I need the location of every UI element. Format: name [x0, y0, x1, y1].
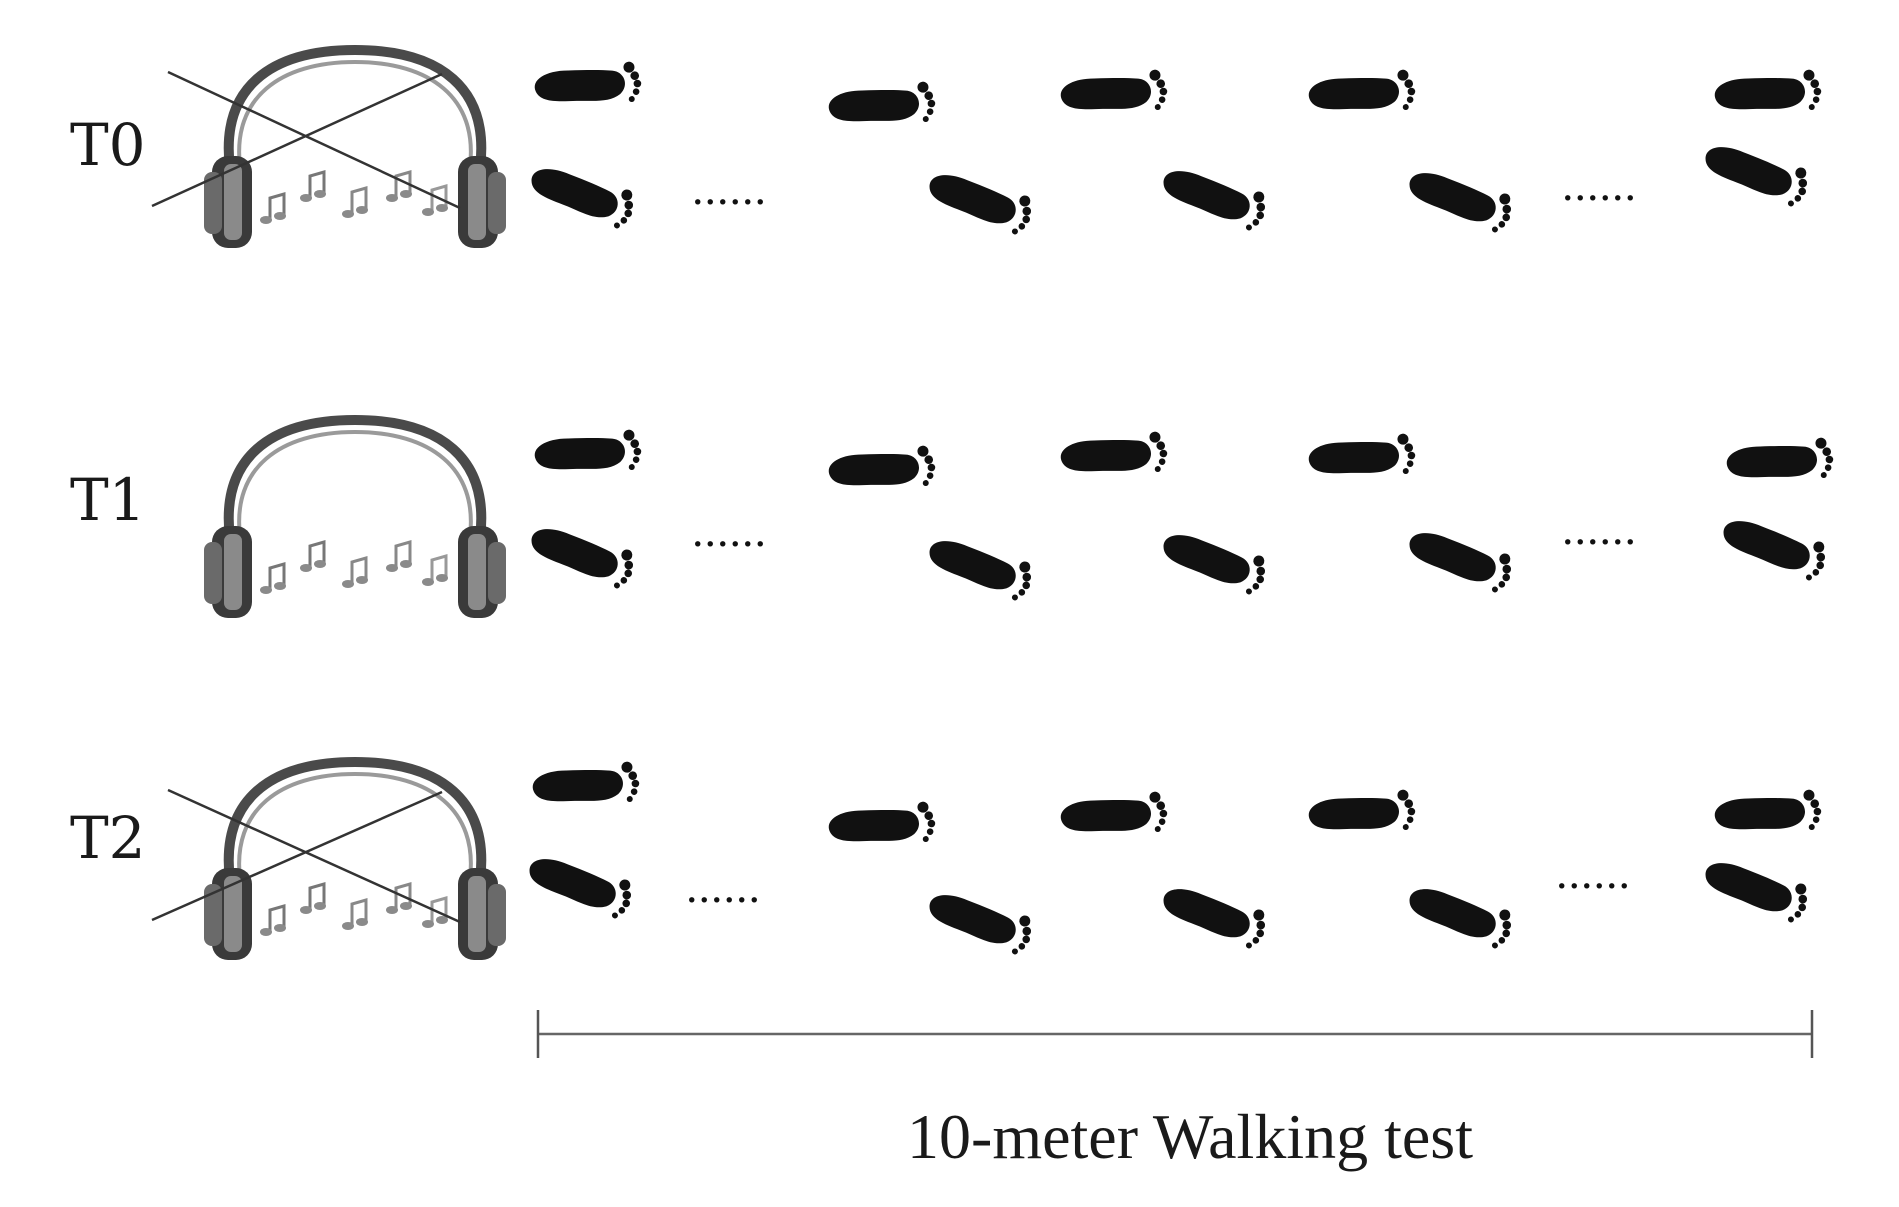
cross-icon	[151, 70, 461, 210]
footprint-icon	[1725, 436, 1835, 487]
footprint-icon	[1403, 524, 1517, 596]
ellipsis: ......	[1556, 847, 1631, 898]
footprint-icon	[827, 444, 937, 495]
footprint-icon	[1717, 512, 1831, 584]
trial-row-t1: T1 ...... ......	[70, 420, 1835, 618]
ellipsis: ......	[692, 163, 767, 214]
ellipsis: ......	[1562, 159, 1637, 210]
footprint-icon	[1059, 430, 1169, 481]
footprint-icon	[1307, 432, 1417, 483]
footprint-icon	[525, 160, 639, 232]
footprint-icon	[1157, 880, 1271, 952]
footprint-icon	[1713, 788, 1823, 839]
footprint-icon	[531, 760, 641, 811]
footprint-icon	[923, 166, 1037, 238]
footprint-icon	[1059, 790, 1169, 841]
trial-row-t2: T2 ...... ......	[70, 761, 1823, 960]
footprint-icon	[525, 520, 639, 592]
trial-label: T2	[70, 804, 146, 872]
footprint-icon	[1157, 162, 1271, 234]
headphones-icon	[204, 50, 506, 248]
ellipsis: ......	[686, 861, 761, 912]
cross-icon	[151, 788, 461, 924]
footprint-icon	[827, 800, 937, 851]
footprint-icon	[827, 80, 937, 131]
footprint-icon	[923, 532, 1037, 604]
footprint-icon	[1157, 526, 1271, 598]
ellipsis: ......	[692, 505, 767, 556]
footprint-icon	[1403, 880, 1517, 952]
distance-scale: 10-meter Walking test	[536, 1010, 1814, 1172]
headphones-icon	[204, 420, 506, 618]
footprint-icon	[1307, 68, 1417, 119]
scale-label: 10-meter Walking test	[907, 1101, 1473, 1172]
footprint-icon	[533, 428, 643, 479]
footprint-icon	[1059, 68, 1169, 119]
footprint-icon	[1307, 788, 1417, 839]
headphones-icon	[204, 762, 506, 960]
footprint-icon	[523, 850, 637, 922]
footprint-icon	[923, 886, 1037, 958]
footprint-icon	[533, 60, 643, 111]
footprint-icon	[1403, 164, 1517, 236]
trial-label: T1	[70, 466, 146, 534]
trial-label: T0	[70, 111, 146, 179]
ellipsis: ......	[1562, 503, 1637, 554]
footprint-icon	[1713, 68, 1823, 119]
footprint-icon	[1699, 138, 1813, 210]
trial-row-t0: T0 ...... ......	[70, 50, 1823, 248]
footprint-icon	[1699, 854, 1813, 926]
